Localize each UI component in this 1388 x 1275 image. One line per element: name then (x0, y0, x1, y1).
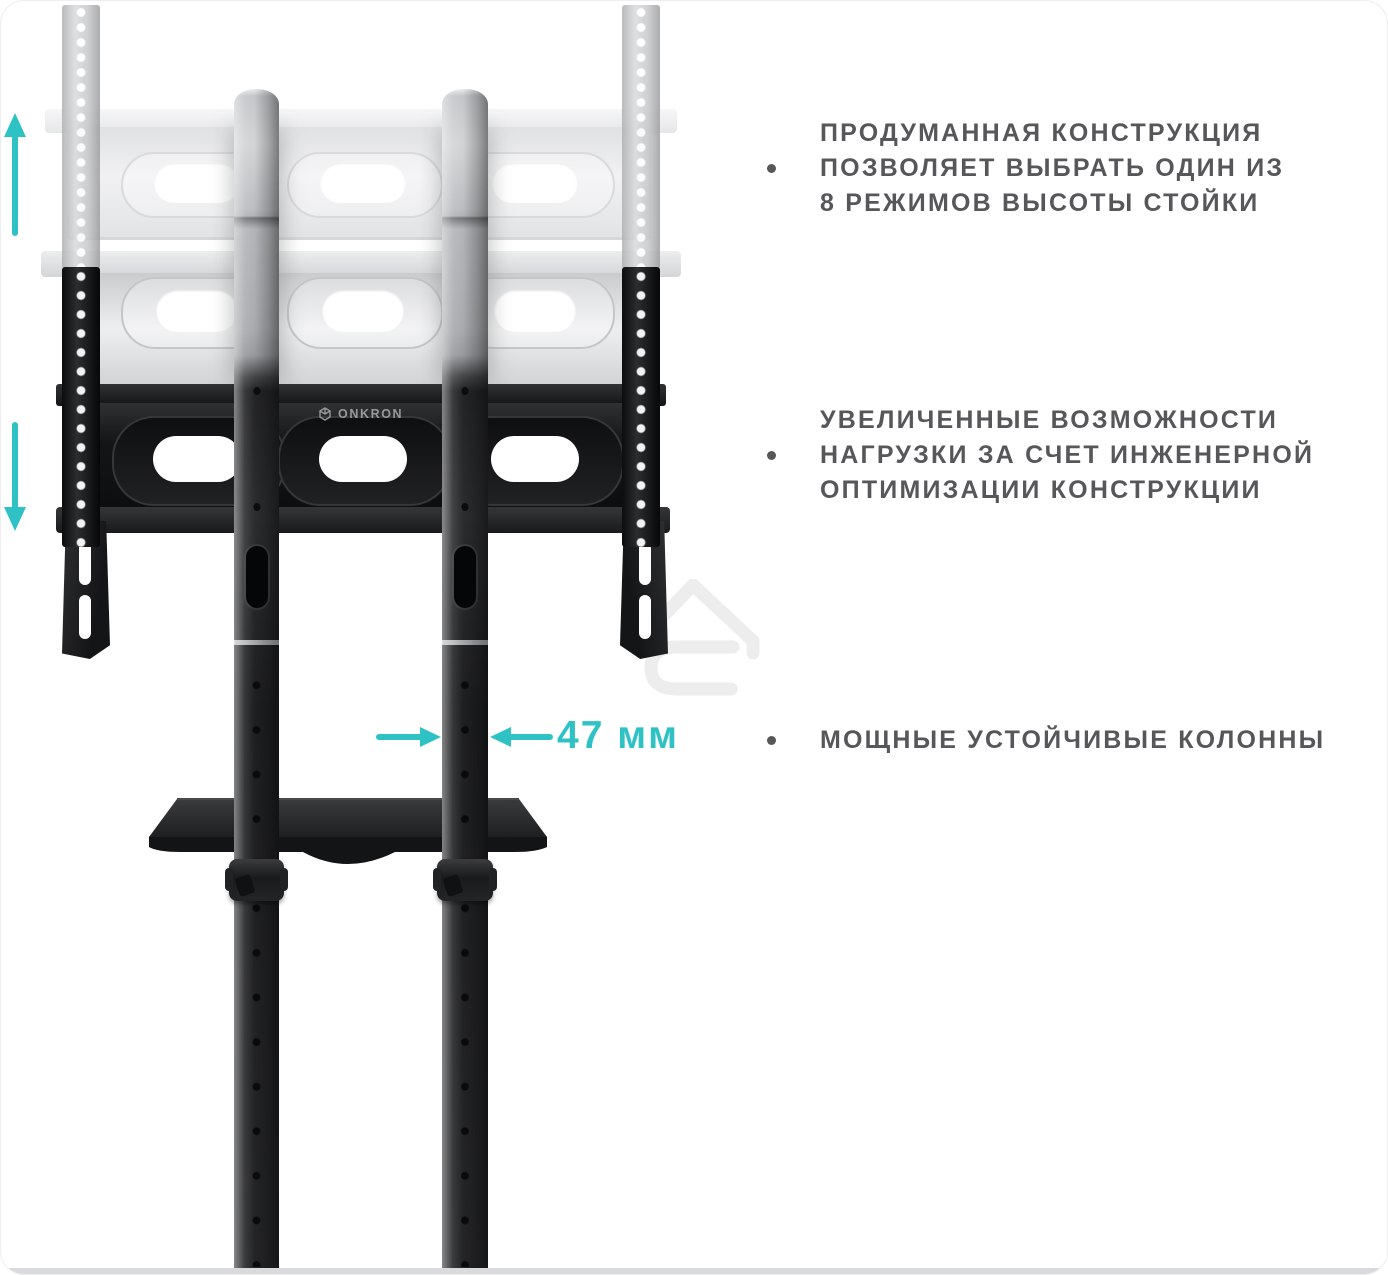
brand-logo-text: ONKRON (338, 407, 404, 421)
ghost-bracket-middle-lip (41, 251, 681, 277)
vesa-strip-black-left (62, 267, 100, 547)
arm-slot (639, 595, 651, 639)
bracket-bottom-lip (56, 507, 670, 533)
av-shelf (149, 798, 547, 864)
feature-text: МОЩНЫЕ УСТОЙЧИВЫЕ КОЛОННЫ (820, 726, 1326, 754)
oval-recess (287, 277, 443, 349)
clamp-lever (442, 873, 464, 898)
arm-slot (79, 595, 91, 639)
up-arrow-icon (4, 113, 26, 236)
feature-item-load-capacity: УВЕЛИЧЕННЫЕ ВОЗМОЖНОСТИ НАГРУЗКИ ЗА СЧЕТ… (767, 403, 1314, 508)
feature-text: ПРОДУМАННАЯ КОНСТРУКЦИЯ ПОЗВОЛЯЕТ ВЫБРАТ… (820, 119, 1285, 217)
cable-slot (454, 546, 476, 608)
vesa-strip-ghost-right (622, 5, 660, 269)
column-left (225, 89, 288, 1274)
height-adjustment-holes (442, 663, 488, 1267)
measure-arrow-left-icon (490, 727, 553, 747)
telescopic-joint (234, 640, 279, 645)
bullet-dot (767, 736, 776, 745)
cable-slot (245, 546, 268, 608)
arm-slot (639, 541, 651, 585)
measurement-label: 47 мм (557, 714, 679, 757)
shelf-clamp (225, 859, 288, 901)
feature-text: УВЕЛИЧЕННЫЕ ВОЗМОЖНОСТИ НАГРУЗКИ ЗА СЧЕТ… (820, 406, 1315, 504)
clamp-lever (234, 873, 256, 898)
bracket-cutout (491, 436, 579, 482)
column-pin-hole (461, 503, 469, 511)
oval-cutout (156, 290, 238, 332)
oval-cutout (320, 163, 406, 203)
column-pin-hole (253, 503, 260, 511)
oval-cutout (322, 290, 404, 332)
shelf-clamp (433, 859, 497, 901)
brand-cube-icon (319, 407, 331, 421)
height-adjustment-holes (234, 663, 279, 1267)
telescopic-joint (442, 640, 488, 645)
oval-cutout (154, 163, 240, 203)
column-right (433, 89, 497, 1274)
column-pin-hole (253, 387, 260, 395)
oval-cutout (494, 290, 576, 332)
column-pin-hole (461, 387, 469, 395)
bracket-top-lip (56, 384, 666, 406)
down-arrow-icon (4, 422, 26, 531)
bullet-dot (767, 451, 776, 460)
brand-logo: ONKRON (317, 405, 427, 423)
feature-item-columns: МОЩНЫЕ УСТОЙЧИВЫЕ КОЛОННЫ (767, 723, 1325, 758)
vesa-strip-ghost-left (62, 5, 100, 269)
feature-item-height-modes: ПРОДУМАННАЯ КОНСТРУКЦИЯ ПОЗВОЛЯЕТ ВЫБРАТ… (767, 116, 1284, 221)
bracket-cutout (153, 436, 241, 482)
vesa-strip-black-right (622, 267, 660, 547)
bullet-dot (767, 164, 776, 173)
floor-edge-line (1, 1268, 1387, 1274)
oval-cutout (492, 163, 578, 203)
measure-arrow-right-icon (376, 727, 441, 747)
bracket-cutout (319, 436, 407, 482)
arm-slot (79, 541, 91, 585)
